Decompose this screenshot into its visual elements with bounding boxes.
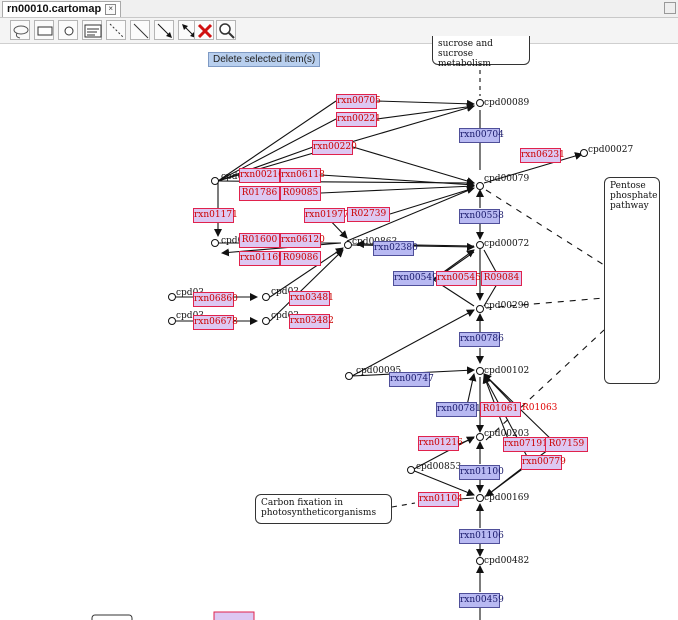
reaction-box[interactable]: rxn00781	[436, 402, 481, 417]
pathway-box-carbon-fixation[interactable]: Carbon fixation in photosyntheticorganis…	[255, 494, 392, 524]
pathway-box-sucrose[interactable]: sucrose and sucrose metabolism	[432, 36, 530, 69]
reaction-box[interactable]: R01600	[239, 233, 280, 248]
reaction-box[interactable]: rxn03481	[289, 291, 334, 306]
delete-tooltip: Delete selected item(s)	[208, 52, 321, 67]
reaction-box[interactable]: rxn01977	[304, 208, 349, 223]
compound-label[interactable]: cpd00095	[356, 366, 402, 376]
compound-label[interactable]: cpd00169	[484, 493, 530, 503]
rectangle-icon	[37, 26, 53, 36]
reaction-box[interactable]: rxn01104	[418, 492, 463, 507]
reaction-box[interactable]: rxn00549	[393, 271, 438, 286]
reaction-box[interactable]: rxn02380	[373, 241, 418, 256]
compound-label[interactable]: cpd00290	[484, 301, 530, 311]
lasso-icon	[13, 25, 29, 39]
compound-label[interactable]: cpd00482	[484, 556, 530, 566]
tab-bar: rn00010.cartomap ×	[0, 0, 678, 18]
reaction-box[interactable]: rxn01171	[193, 208, 238, 223]
dashed-line-icon	[109, 23, 125, 39]
rectangle-tool-button[interactable]	[34, 20, 54, 40]
tab-title: rn00010.cartomap	[7, 3, 102, 15]
circle-icon	[64, 26, 74, 36]
compound-label[interactable]: cpd03	[271, 287, 300, 297]
compound-label[interactable]: cpd00027	[588, 145, 634, 155]
reaction-box[interactable]: rxn00779	[521, 455, 566, 470]
reaction-box[interactable]: rxn06860	[193, 292, 238, 307]
reaction-box[interactable]: rxn00558	[459, 209, 504, 224]
text-label-icon	[84, 24, 102, 38]
line-tool-button[interactable]	[130, 20, 150, 40]
toolbar	[0, 18, 678, 44]
compound-label[interactable]: cpd00072	[484, 239, 530, 249]
lasso-tool-button[interactable]	[10, 20, 30, 40]
reaction-box[interactable]: rxn06118	[280, 168, 325, 183]
reaction-box[interactable]: rxn00545	[436, 271, 481, 286]
reaction-box[interactable]: R01061	[480, 402, 521, 417]
delete-icon	[197, 23, 213, 39]
reaction-box[interactable]: R09086	[280, 251, 321, 266]
pathway-box-label: Carbon fixation in photosyntheticorganis…	[261, 498, 377, 518]
pathway-box-label: Pentose phosphate pathway	[610, 181, 658, 211]
reaction-box[interactable]: rxn00747	[389, 372, 434, 387]
close-icon[interactable]: ×	[105, 4, 117, 15]
reaction-box[interactable]: rxn00220	[312, 140, 357, 155]
reaction-label[interactable]: R01063	[522, 403, 558, 413]
dashed-line-tool-button[interactable]	[106, 20, 126, 40]
line-icon	[133, 23, 149, 39]
compound-label[interactable]: cpd03	[176, 311, 205, 321]
pathway-box-pentose[interactable]: Pentose phosphate pathway	[604, 177, 660, 384]
magnifier-icon	[219, 23, 235, 39]
reaction-box[interactable]: rxn03482	[289, 314, 334, 329]
reaction-box[interactable]: rxn00221	[336, 112, 381, 127]
reaction-box[interactable]: R02739	[347, 207, 390, 222]
reaction-box[interactable]: rxn01169	[239, 251, 284, 266]
tab-cartomap[interactable]: rn00010.cartomap ×	[2, 1, 122, 17]
arrow-icon	[157, 23, 172, 38]
reaction-box[interactable]: rxn06231	[520, 148, 565, 163]
reaction-box[interactable]: rxn00786	[459, 332, 504, 347]
reaction-box[interactable]: rxn01216	[418, 436, 463, 451]
compound-label[interactable]: cpd00203	[484, 429, 530, 439]
arrow-tool-button[interactable]	[154, 20, 174, 40]
compound-label[interactable]: cpd03	[271, 311, 300, 321]
text-label-tool-button[interactable]	[82, 20, 102, 40]
reaction-box[interactable]: rxn07191	[503, 437, 548, 452]
zoom-tool-button[interactable]	[216, 20, 236, 40]
reaction-box[interactable]: rxn06120	[280, 233, 325, 248]
reaction-box[interactable]: R01786	[239, 186, 280, 201]
compound-label[interactable]: cpd00079	[484, 174, 530, 184]
compound-label[interactable]: cpd00102	[484, 366, 530, 376]
compound-label[interactable]: cpd00	[221, 172, 250, 182]
reaction-box[interactable]: rxn00705	[336, 94, 381, 109]
compound-label[interactable]: cpd00853	[416, 462, 462, 472]
delete-tool-button[interactable]	[194, 20, 214, 40]
maximize-icon[interactable]	[664, 2, 676, 14]
node-tool-button[interactable]	[58, 20, 78, 40]
pathway-box-label: sucrose and sucrose metabolism	[438, 39, 493, 69]
reaction-box[interactable]: rxn01100	[459, 465, 504, 480]
compound-label[interactable]: cpd00089	[484, 98, 530, 108]
reaction-box[interactable]: rxn00704	[459, 128, 504, 143]
reaction-box[interactable]: rxn00216	[239, 168, 284, 183]
reaction-box[interactable]: R07159	[545, 437, 588, 452]
reaction-box[interactable]: rxn01106	[459, 529, 504, 544]
reaction-box[interactable]: R09084	[481, 271, 522, 286]
compound-label[interactable]: cpd00	[221, 236, 250, 246]
reaction-box[interactable]: rxn00459	[459, 593, 504, 608]
reaction-box[interactable]: rxn06678	[193, 315, 238, 330]
compound-label[interactable]: cpd03	[176, 288, 205, 298]
reaction-box[interactable]: R09085	[280, 186, 321, 201]
